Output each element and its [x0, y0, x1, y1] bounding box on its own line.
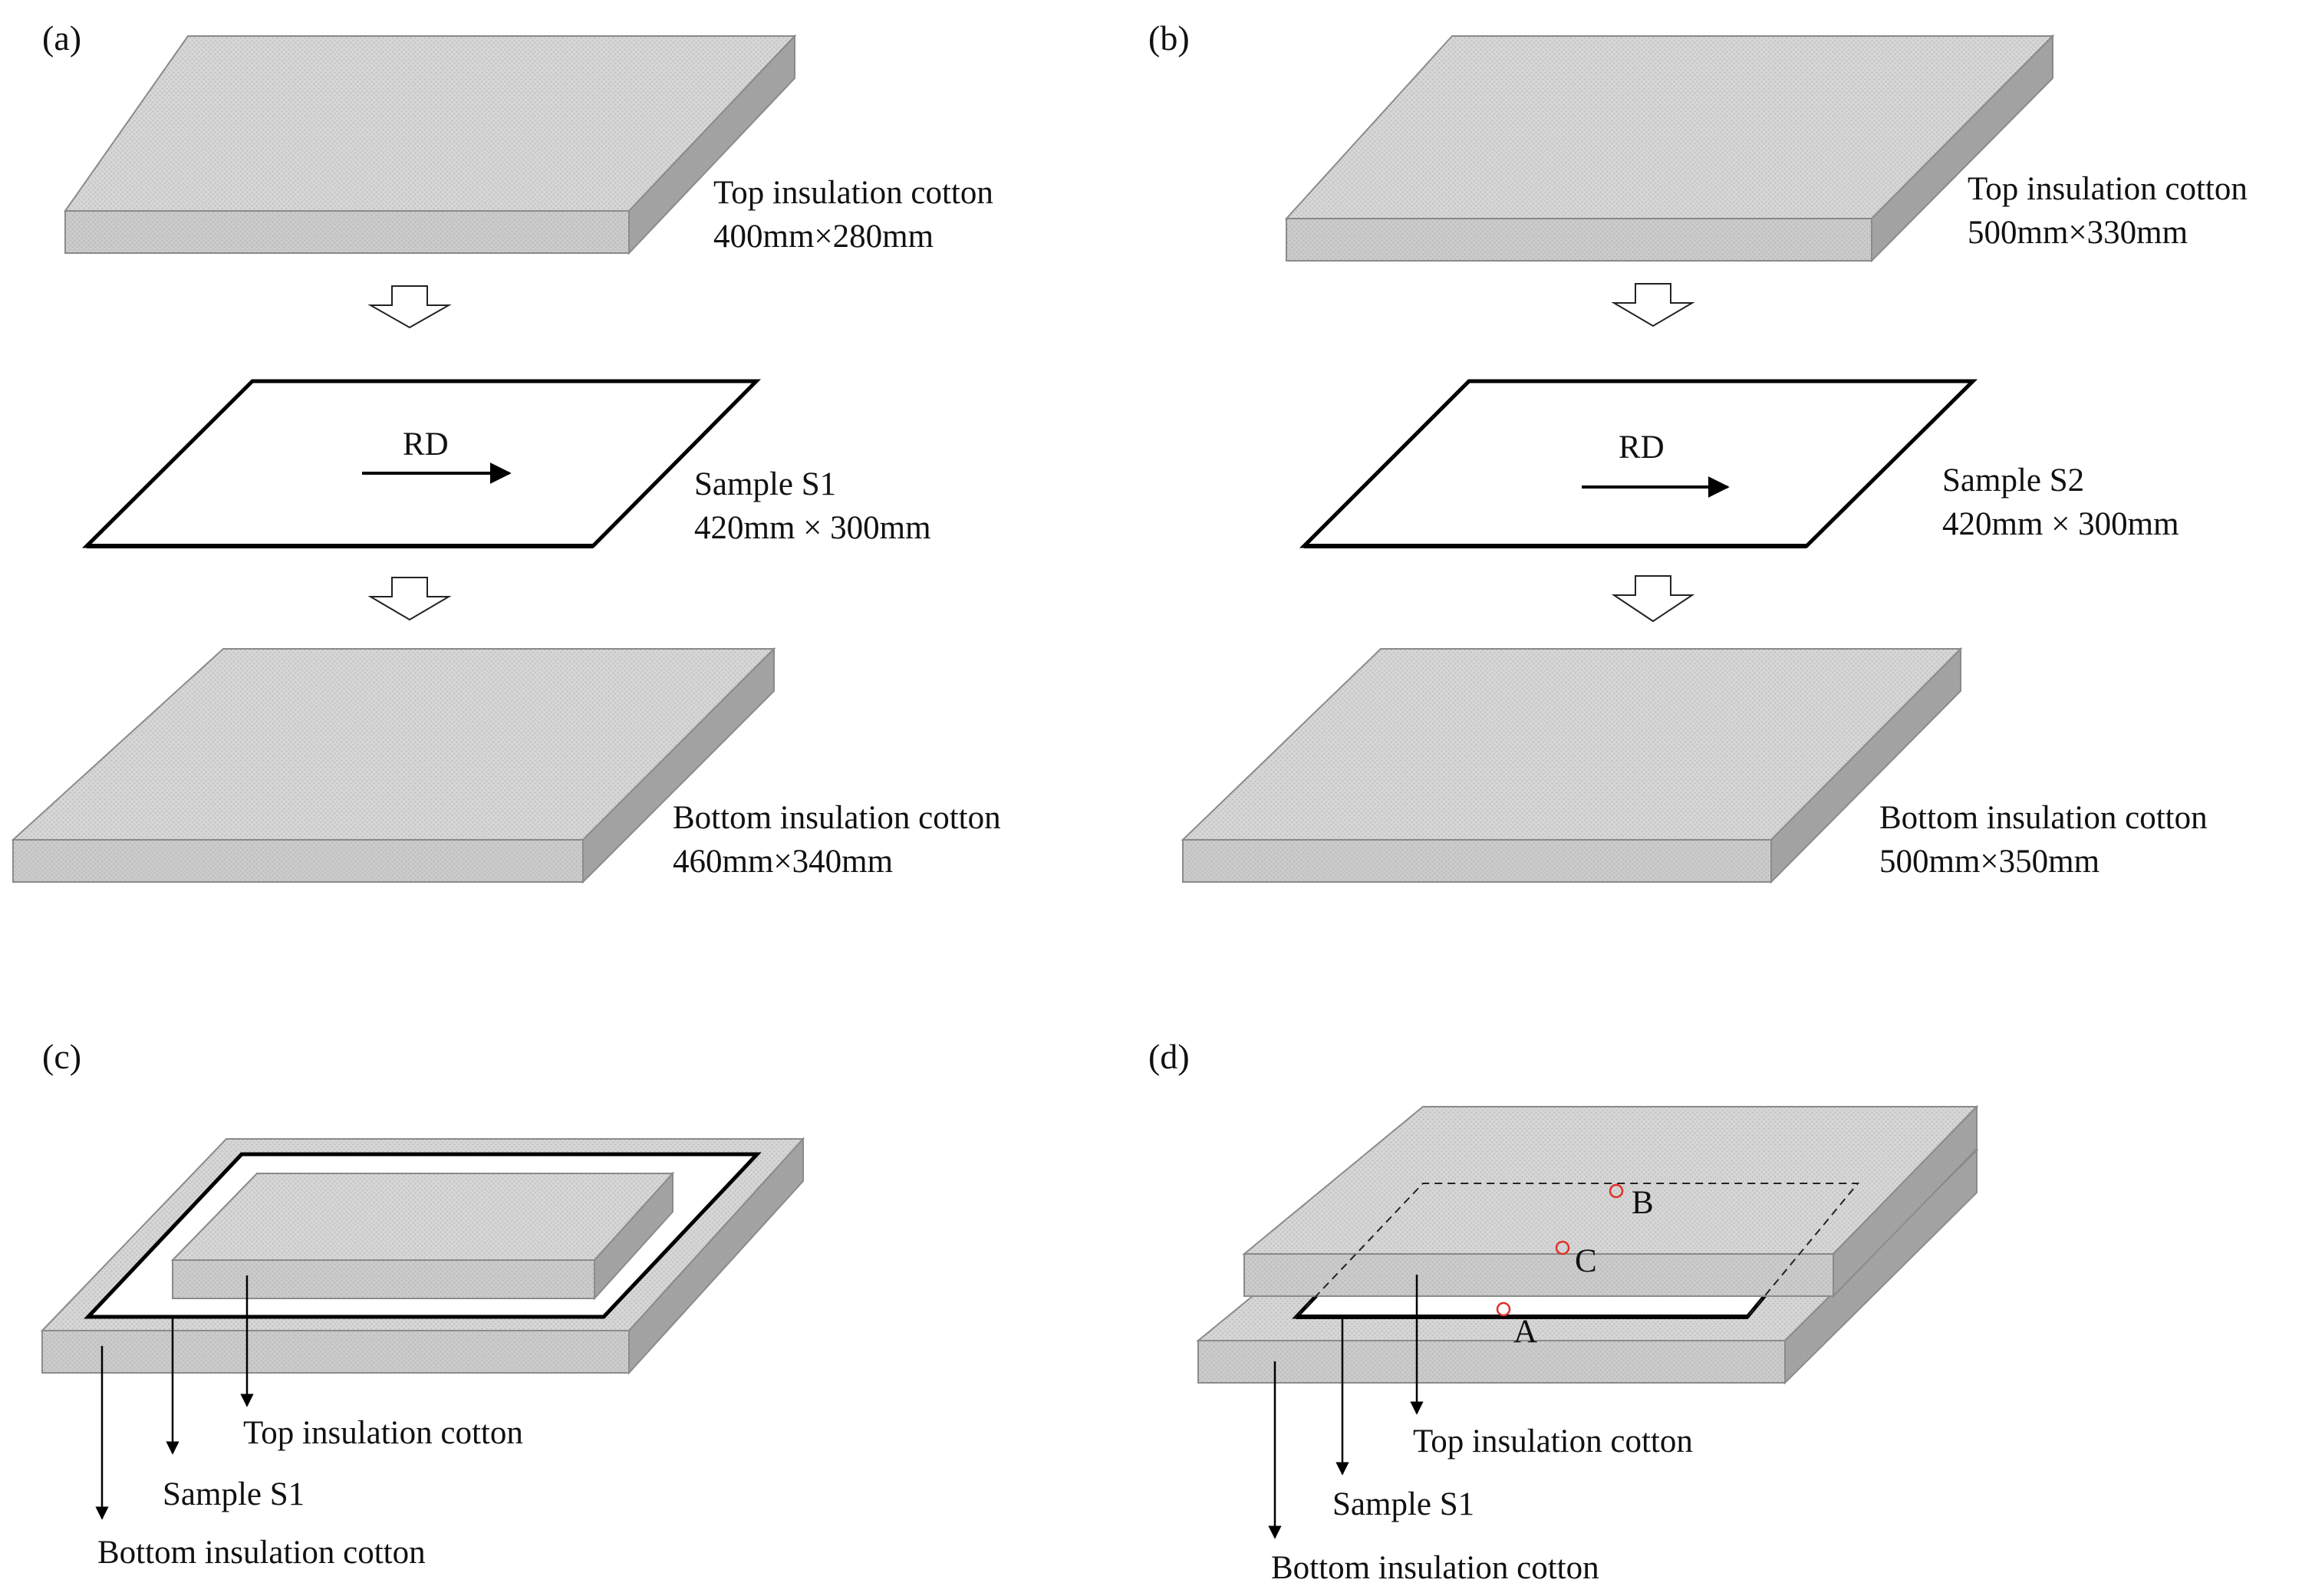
red-circle-icon: [1609, 1183, 1624, 1199]
top-insulation-slab: [170, 1171, 675, 1301]
hollow-down-arrow-icon: [367, 285, 452, 329]
sample-size: 420mm × 300mm: [694, 510, 931, 546]
point-a-label: A: [1513, 1314, 1537, 1350]
sample-name: Sample S2: [1942, 462, 2084, 499]
top-insulation-slab: [1242, 1104, 1979, 1298]
bottom-cotton-size: 500mm×350mm: [1879, 844, 2099, 880]
point-c-label: C: [1575, 1243, 1597, 1279]
bottom-cotton-name: Bottom insulation cotton: [1879, 800, 2208, 836]
bottom-cotton-label: Bottom insulation cotton: [1271, 1550, 1599, 1586]
hollow-down-arrow-icon: [1611, 575, 1695, 623]
point-b-label: B: [1632, 1185, 1654, 1221]
sample-label: Sample S1: [163, 1476, 305, 1512]
sample-sheet: [1299, 379, 1978, 548]
panel-c: (c) Top insulation cotton Sample S1 Bott…: [40, 1037, 805, 1571]
sample-size: 420mm × 300mm: [1942, 506, 2179, 542]
top-cotton-size: 400mm×280mm: [713, 219, 934, 255]
top-cotton-name: Top insulation cotton: [1968, 171, 2248, 207]
panel-a-label: (a): [42, 18, 81, 58]
panel-b-label: (b): [1148, 18, 1190, 58]
hollow-down-arrow-icon: [367, 577, 452, 621]
rolling-direction-label: RD: [1619, 429, 1665, 466]
bottom-insulation-slab: [11, 647, 776, 884]
top-insulation-slab: [1284, 34, 2055, 263]
panel-b: (b) Top insulation cotton 500mm×330mm RD…: [1148, 18, 2248, 884]
rolling-direction-label: RD: [403, 426, 449, 462]
red-circle-icon: [1496, 1301, 1511, 1317]
red-circle-icon: [1555, 1240, 1570, 1255]
top-cotton-label: Top insulation cotton: [1413, 1423, 1693, 1459]
sample-label: Sample S1: [1332, 1486, 1474, 1522]
bottom-insulation-slab: [1181, 647, 1963, 884]
hollow-down-arrow-icon: [1611, 283, 1695, 327]
bottom-cotton-name: Bottom insulation cotton: [673, 800, 1001, 836]
top-cotton-size: 500mm×330mm: [1968, 215, 2188, 251]
top-cotton-name: Top insulation cotton: [713, 175, 993, 211]
top-cotton-label: Top insulation cotton: [243, 1415, 523, 1451]
sample-name: Sample S1: [694, 466, 836, 502]
panel-d-label: (d): [1148, 1037, 1190, 1076]
panel-d: (d) B C A Top insul: [1148, 1037, 1979, 1586]
bottom-cotton-label: Bottom insulation cotton: [97, 1535, 426, 1571]
bottom-cotton-size: 460mm×340mm: [673, 844, 893, 880]
panel-c-label: (c): [42, 1037, 81, 1076]
panel-a: (a) Top insulation cotton 400mm×280mm RD…: [11, 18, 1001, 884]
sample-sheet: [81, 379, 761, 548]
top-insulation-slab: [64, 34, 797, 255]
